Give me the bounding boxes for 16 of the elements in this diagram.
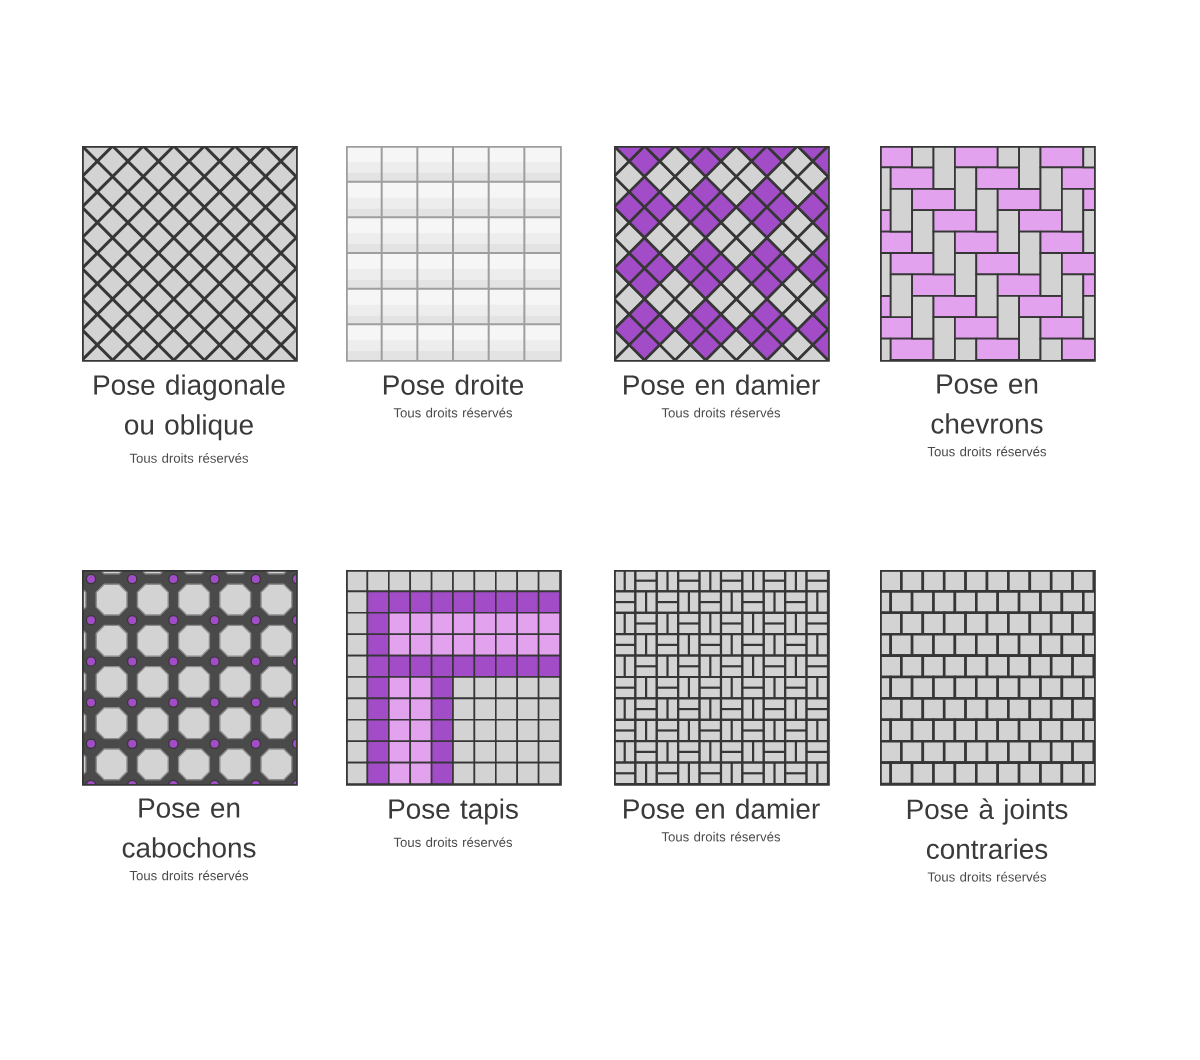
- tile-pattern: [880, 146, 1096, 362]
- tile-pattern: [346, 146, 562, 362]
- node-label: Pose diagonale ou oblique: [94, 374, 285, 441]
- tile-pattern: [82, 570, 298, 786]
- node-label: Pose droite: [383, 374, 524, 395]
- node-label: Pose en cabochons: [122, 798, 256, 858]
- tile-pattern: [614, 146, 830, 362]
- tile-pattern: [346, 570, 562, 786]
- tile-pattern: [614, 570, 830, 786]
- node-label: Pose en chevrons: [931, 374, 1043, 434]
- tile-pattern: [82, 146, 298, 362]
- node-label: Pose en damier: [624, 798, 820, 819]
- node-label: Pose à joints contraries: [907, 798, 1068, 860]
- node-label: Pose tapis: [389, 798, 518, 825]
- tile-pattern: [880, 570, 1096, 786]
- node-label: Pose en damier: [624, 374, 820, 395]
